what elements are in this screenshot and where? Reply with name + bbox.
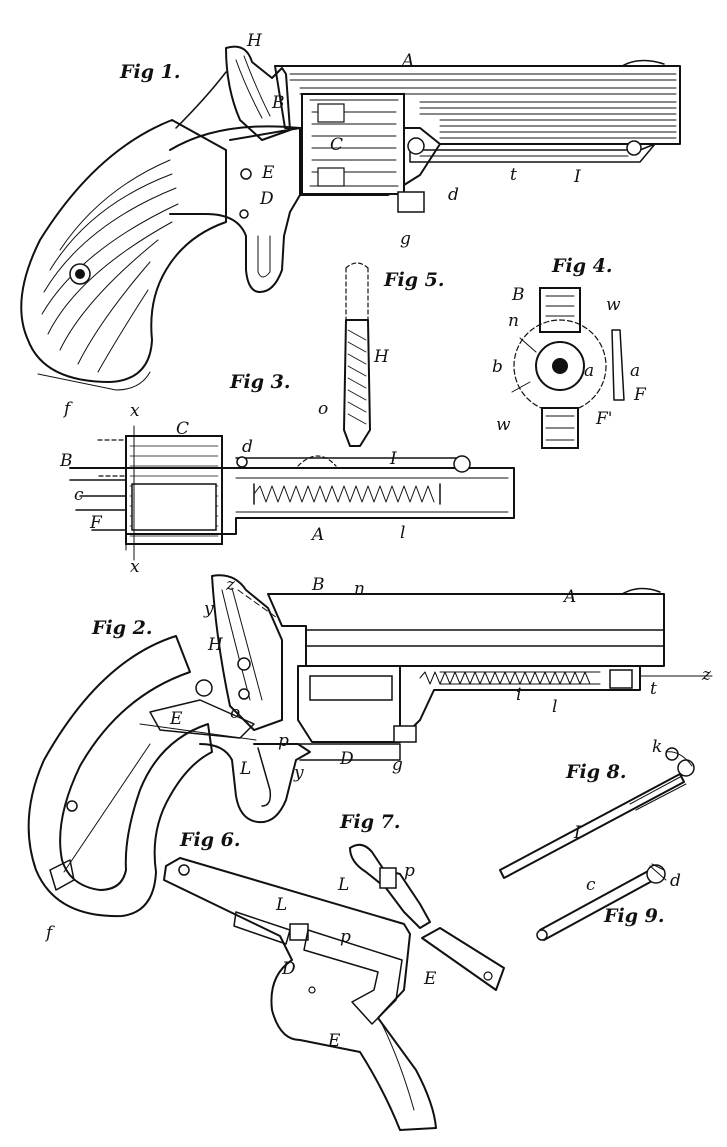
fig2-label-y-bottom: y — [293, 763, 304, 783]
fig2-label-g: g — [392, 755, 403, 775]
fig7-label-p: p — [404, 861, 415, 881]
fig9-title: Fig 9. — [603, 905, 664, 927]
fig4-label-F-prime: F' — [595, 409, 612, 429]
fig8-ejector-rod — [499, 747, 695, 879]
fig8-labels: Fig 8. k I — [565, 737, 662, 843]
fig1-label-I: I — [573, 167, 581, 187]
fig3-labels: Fig 3. x C d B c I F A l x — [59, 371, 405, 577]
fig2-labels: Fig 2. z y B n A H o E p L y D g i l t z… — [44, 575, 712, 943]
fig3-label-A: A — [310, 525, 324, 545]
fig9-labels: Fig 9. c d — [586, 871, 681, 927]
fig9-pin — [536, 863, 667, 941]
fig4-label-w-bottom: w — [496, 415, 511, 435]
fig3-label-x-bottom: x — [130, 557, 140, 577]
fig6-frame-lock-detail — [163, 857, 437, 1131]
fig4-label-b: b — [492, 357, 503, 377]
fig2-label-l: l — [552, 697, 557, 717]
fig7-label-E: E — [423, 969, 437, 989]
fig6-label-E: E — [327, 1031, 341, 1051]
fig3-label-C: C — [176, 419, 189, 439]
fig1-label-D: D — [259, 189, 274, 209]
fig2-pistol-section — [27, 574, 713, 918]
fig2-label-A: A — [562, 587, 576, 607]
fig1-label-B: B — [271, 93, 285, 113]
fig2-label-o: o — [230, 703, 240, 723]
fig1-label-f: f — [62, 399, 73, 419]
fig4-label-a-side: a — [630, 361, 640, 381]
fig4-labels: Fig 4. B n w b a a F w F' — [492, 255, 647, 435]
fig6-labels: Fig 6. L p D E — [179, 829, 351, 1051]
fig3-label-F: F — [89, 513, 103, 533]
fig3-label-c: c — [74, 485, 84, 505]
fig2-label-D: D — [339, 749, 354, 769]
fig7-labels: Fig 7. L p E — [337, 811, 437, 989]
fig2-label-i: i — [516, 685, 521, 705]
fig2-title: Fig 2. — [91, 617, 152, 639]
fig2-label-H: H — [207, 635, 224, 655]
fig3-label-I: I — [389, 449, 397, 469]
fig3-title: Fig 3. — [229, 371, 290, 393]
fig6-title: Fig 6. — [179, 829, 240, 851]
fig2-label-y-top: y — [203, 599, 214, 619]
fig4-label-B: B — [511, 285, 525, 305]
fig6-label-p: p — [340, 927, 351, 947]
fig4-label-a-center: a — [584, 361, 594, 381]
fig5-labels: Fig 5. H o — [318, 269, 444, 419]
fig3-label-l: l — [400, 523, 405, 543]
fig2-label-E: E — [169, 709, 183, 729]
fig2-label-f: f — [44, 923, 55, 943]
fig3-label-x-top: x — [130, 401, 140, 421]
fig8-label-k: k — [652, 737, 662, 757]
fig3-barrel-section — [69, 425, 515, 561]
fig7-lever-spring — [349, 843, 505, 991]
fig2-label-B: B — [311, 575, 325, 595]
fig1-label-g: g — [400, 229, 411, 249]
fig4-cylinder-end-view — [511, 287, 625, 449]
fig1-label-C: C — [330, 135, 343, 155]
fig9-label-c: c — [586, 875, 596, 895]
fig2-label-n: n — [354, 579, 365, 599]
fig5-title: Fig 5. — [383, 269, 444, 291]
fig2-label-z-right: z — [701, 665, 712, 685]
fig1-label-E: E — [261, 163, 275, 183]
fig1-pistol-elevation — [20, 45, 681, 391]
fig1-labels: Fig 1. H A B C E D d t I g f — [62, 31, 581, 419]
fig4-label-n: n — [508, 311, 519, 331]
fig7-title: Fig 7. — [339, 811, 400, 833]
fig6-label-L: L — [275, 895, 287, 915]
fig9-label-d: d — [670, 871, 681, 891]
fig4-label-F-side: F — [633, 385, 647, 405]
fig1-label-A: A — [400, 51, 414, 71]
fig4-label-w-top: w — [606, 295, 621, 315]
fig2-label-t: t — [650, 679, 657, 699]
fig2-label-p: p — [278, 731, 289, 751]
fig6-label-D: D — [281, 959, 296, 979]
fig8-title: Fig 8. — [565, 761, 626, 783]
fig3-label-B: B — [59, 451, 73, 471]
fig5-label-o: o — [318, 399, 328, 419]
fig1-label-t: t — [510, 165, 517, 185]
fig2-label-z-top: z — [225, 575, 236, 595]
fig1-title: Fig 1. — [119, 61, 180, 83]
fig4-title: Fig 4. — [551, 255, 612, 277]
fig5-label-H: H — [373, 347, 390, 367]
fig7-label-L: L — [337, 875, 349, 895]
fig3-label-d: d — [242, 437, 253, 457]
fig5-hammer-detail — [343, 262, 371, 447]
fig8-label-I: I — [573, 823, 581, 843]
fig2-label-L: L — [239, 759, 251, 779]
fig1-label-d: d — [448, 185, 459, 205]
fig1-label-H: H — [246, 31, 263, 51]
